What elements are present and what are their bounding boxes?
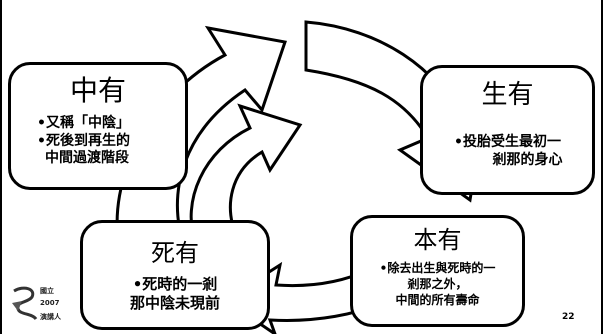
frame-right-border — [601, 0, 603, 334]
logo-swirl-icon — [12, 286, 38, 321]
presenter-logo: 國立 2007 演講人 — [10, 283, 82, 333]
node-zhongyou-title: 中有 — [69, 74, 126, 107]
cycle-arrow-inner — [189, 103, 303, 247]
logo-text-2: 2007 — [40, 299, 60, 307]
node-siyou-line-1: •死時的一剎 — [132, 275, 218, 293]
node-benyou-line-2: 剎那之外， — [407, 277, 468, 292]
logo-text-3: 演講人 — [40, 313, 61, 321]
node-siyou: 死有 •死時的一剎 那中陰未現前 — [80, 220, 270, 330]
node-shengyou-title: 生有 — [481, 80, 534, 110]
node-zhongyou-line-3: 中間過渡階段 — [45, 150, 129, 166]
node-shengyou-line-2: 剎那的身心 — [492, 151, 563, 168]
node-zhongyou: 中有 •又稱「中陰」 •死後到再生的 中間過渡階段 — [8, 62, 188, 190]
node-benyou-line-1: •除去出生與死時的一 — [379, 261, 496, 275]
node-zhongyou-line-2: •死後到再生的 — [37, 132, 130, 149]
node-benyou: 本有 •除去出生與死時的一 剎那之外， 中間的所有壽命 — [350, 215, 525, 327]
logo-text-1: 國立 — [40, 287, 54, 295]
frame-left-border — [0, 0, 2, 334]
node-siyou-line-2: 那中陰未現前 — [129, 293, 220, 312]
node-siyou-title: 死有 — [151, 239, 199, 267]
page-number: 22 — [562, 312, 575, 322]
node-shengyou: 生有 •投胎受生最初一 剎那的身心 — [420, 65, 595, 195]
node-benyou-title: 本有 — [413, 226, 462, 254]
node-zhongyou-line-1: •又稱「中陰」 — [37, 115, 130, 131]
node-shengyou-line-1: •投胎受生最初一 — [454, 134, 561, 150]
node-benyou-line-3: 中間的所有壽命 — [395, 293, 480, 308]
